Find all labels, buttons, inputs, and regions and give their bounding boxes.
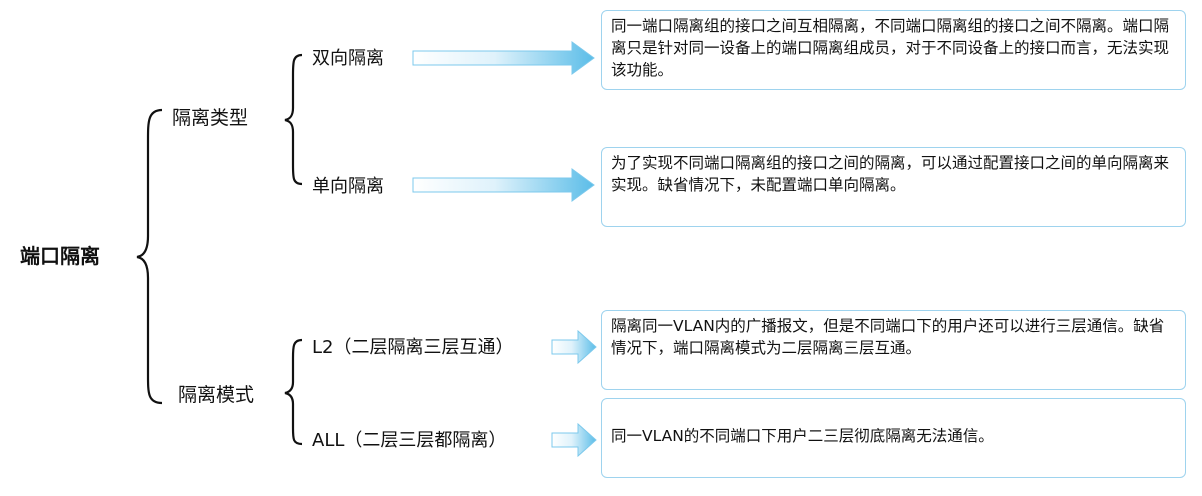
node-label-l2-mode: L2（二层隔离三层互通）	[312, 337, 514, 358]
root-brace	[136, 108, 163, 405]
node-label-unidirectional: 单向隔离	[312, 176, 384, 197]
description-box-bidirectional: 同一端口隔离组的接口之间互相隔离，不同端口隔离组的接口之间不隔离。端口隔离只是针…	[601, 10, 1186, 90]
group-label-isolation-type: 隔离类型	[172, 107, 249, 129]
group-brace-2	[284, 338, 303, 446]
arrow-icon	[412, 41, 595, 75]
node-label-all-mode: ALL（二层三层都隔离）	[312, 430, 507, 451]
description-box-l2-mode: 隔离同一VLAN内的广播报文，但是不同端口下的用户还可以进行三层通信。缺省情况下…	[601, 310, 1186, 390]
arrow-icon	[551, 329, 597, 365]
group-brace-1	[284, 53, 303, 186]
group-label-isolation-mode: 隔离模式	[178, 384, 255, 406]
description-box-unidirectional: 为了实现不同端口隔离组的接口之间的隔离，可以通过配置接口之间的单向隔离来实现。缺…	[601, 147, 1186, 227]
root-node-label: 端口隔离	[20, 244, 100, 268]
node-label-bidirectional: 双向隔离	[312, 48, 384, 69]
description-box-all-mode: 同一VLAN的不同端口下用户二三层彻底隔离无法通信。	[601, 398, 1186, 478]
arrow-icon	[412, 168, 595, 202]
arrow-icon	[551, 422, 597, 458]
